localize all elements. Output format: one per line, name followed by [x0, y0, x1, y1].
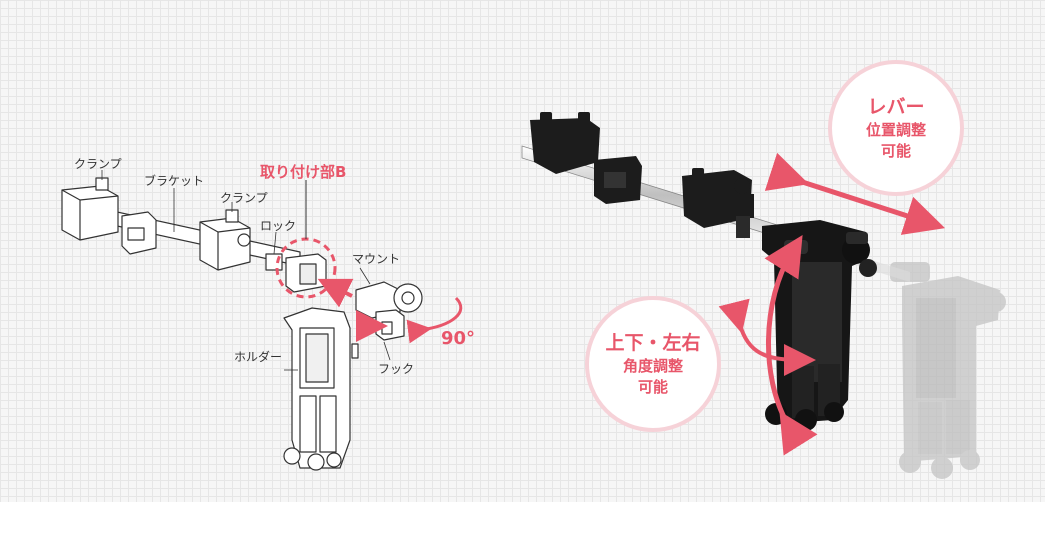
black-clamp-left	[530, 112, 600, 174]
lever-adjust-badge: レバー 位置調整 可能	[828, 60, 964, 196]
angle-adjust-badge: 上下・左右 角度調整 可能	[585, 296, 721, 432]
label-clamp-left: クランプ	[74, 157, 122, 171]
ghost-holder	[890, 262, 1006, 479]
label-lock: ロック	[260, 219, 297, 233]
black-block	[594, 156, 642, 204]
angle-badge-title: 上下・左右	[605, 331, 701, 354]
bottom-margin	[0, 502, 1045, 537]
black-lock	[736, 216, 750, 238]
label-mount-part-b: 取り付け部B	[260, 163, 347, 181]
lever-badge-title: レバー	[867, 95, 925, 118]
label-leaders	[101, 170, 391, 371]
label-clamp-mid: クランプ	[220, 191, 268, 205]
angle-badge-line2: 角度調整	[622, 356, 683, 375]
mount-drawing	[355, 281, 423, 319]
black-clamp-mid	[682, 168, 754, 228]
label-holder: ホルダー	[234, 350, 283, 364]
lever-adjust-arrow	[764, 152, 946, 235]
label-rotation-90: 90°	[441, 328, 476, 349]
label-hook: フック	[378, 362, 415, 376]
mount-arrow	[317, 278, 354, 308]
label-bracket: ブラケット	[144, 174, 205, 188]
label-mount: マウント	[352, 252, 401, 266]
holder-drawing	[283, 307, 359, 471]
rotation-arrow	[406, 296, 463, 344]
angle-badge-line3: 可能	[637, 377, 668, 396]
line-drawing-bracket	[61, 177, 327, 293]
swivel-arrow	[718, 298, 816, 376]
lever-badge-line2: 位置調整	[865, 120, 926, 139]
hook-drawing	[375, 309, 405, 341]
lever-badge-line3: 可能	[880, 141, 911, 160]
